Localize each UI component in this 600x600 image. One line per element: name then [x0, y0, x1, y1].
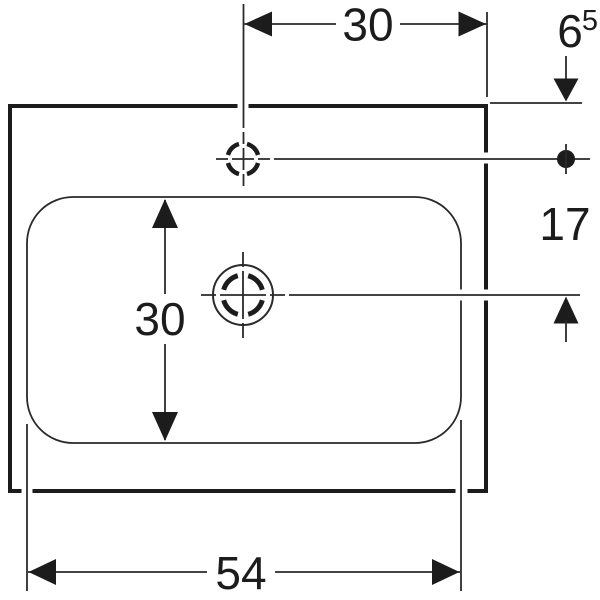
arrowhead-down-icon	[553, 78, 579, 102]
dim-basin-inner-depth: 30	[134, 199, 186, 441]
washbasin-outline-group	[8, 104, 488, 493]
dim-label-17: 17	[539, 198, 590, 250]
drain-arc-sw	[221, 299, 239, 317]
tap-hole-arc-sw	[225, 162, 240, 177]
drain-arc-nw	[221, 273, 239, 291]
dim-tap-hole-from-right-edge: 30	[242, 0, 488, 128]
arrowhead-left-icon	[28, 559, 56, 585]
dim-label-top-30: 30	[342, 0, 393, 51]
basin-bowl-outline	[26, 196, 462, 444]
dim-tap-hole-from-back-edge: 6 5	[490, 5, 598, 104]
dim-basin-inner-width: 54	[26, 420, 462, 599]
gap-right-edge-tap-line	[479, 152, 492, 164]
tap-hole-arc-nw	[225, 141, 240, 156]
arrowhead-left-icon	[244, 11, 272, 37]
dim-label-54: 54	[215, 547, 266, 599]
dim-label-6-superscript-5: 5	[582, 5, 598, 37]
dim-tap-hole-to-drain: 17	[274, 144, 591, 342]
drain-arc-ne	[247, 273, 265, 291]
tap-hole-arc-se	[246, 162, 261, 177]
tap-hole-arc-ne	[246, 141, 261, 156]
drain-center-mark-icon	[201, 252, 285, 338]
arrowhead-down-icon	[152, 412, 178, 441]
tap-hole-center-mark-icon	[216, 132, 270, 188]
arrowhead-up-icon	[553, 296, 579, 324]
arrowhead-right-icon	[432, 559, 460, 585]
dim-label-vertical-30: 30	[134, 293, 185, 345]
drain-arc-se	[247, 299, 265, 317]
washbasin-outer-edge	[8, 104, 488, 493]
dim-label-6: 6	[557, 5, 583, 57]
arrowhead-up-icon	[152, 199, 178, 228]
arrowhead-right-icon	[458, 11, 486, 37]
